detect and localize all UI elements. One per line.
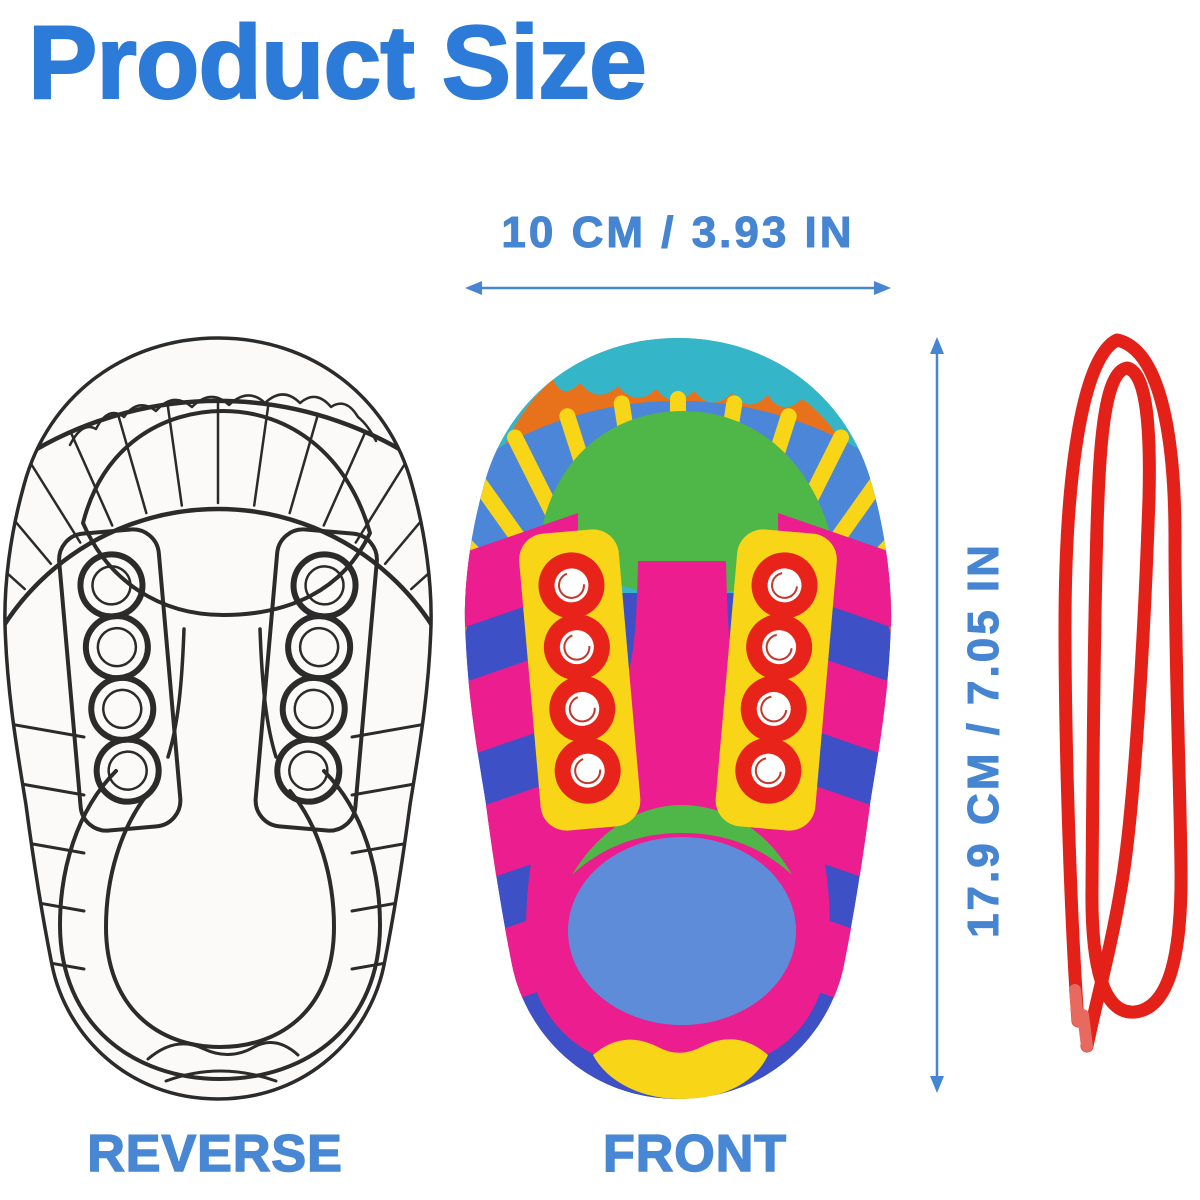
toe-inner-ring <box>104 789 336 1049</box>
collar-wave-line <box>68 393 378 447</box>
eyelets <box>77 551 162 805</box>
eyelets <box>274 551 359 805</box>
eyelets <box>538 552 621 804</box>
left-eyelet-panel <box>57 527 183 833</box>
width-dimension-arrow <box>465 281 891 295</box>
lace-aglet-tip <box>1077 1009 1093 1052</box>
height-dimension-arrow <box>930 337 944 1093</box>
strip-left-line <box>166 627 186 759</box>
width-dimension-label: 10 CM / 3.93 IN <box>501 208 855 258</box>
toe-outer-ring <box>58 769 382 1081</box>
eyelets <box>735 552 818 804</box>
blue-arc-band <box>464 400 892 719</box>
tongue-outline <box>81 409 372 617</box>
shoelace-illustration <box>1058 333 1188 1053</box>
toe-wave-line-2 <box>164 1069 278 1083</box>
toe-wave-line <box>146 1041 300 1061</box>
band-inner-arc <box>4 506 432 722</box>
front-shoe-illustration <box>464 338 892 1099</box>
arrowhead-down-icon <box>930 1076 944 1093</box>
toe-center-blob <box>568 837 796 1025</box>
page-title: Product Size <box>27 4 648 122</box>
left-eyelet-panel <box>519 529 641 831</box>
reverse-label: REVERSE <box>86 1124 343 1184</box>
right-eyelet-panel <box>253 527 379 833</box>
lace-cord <box>1058 333 1188 1053</box>
front-label: FRONT <box>602 1124 788 1184</box>
height-dimension-label: 17.9 CM / 7.05 IN <box>959 542 1009 939</box>
arrowhead-left-icon <box>465 281 482 295</box>
toe-yellow-wave <box>593 1039 768 1099</box>
reverse-shoe-illustration <box>3 336 433 1101</box>
arrowhead-right-icon <box>874 281 891 295</box>
arrowhead-up-icon <box>930 337 944 354</box>
right-eyelet-panel <box>715 529 837 831</box>
